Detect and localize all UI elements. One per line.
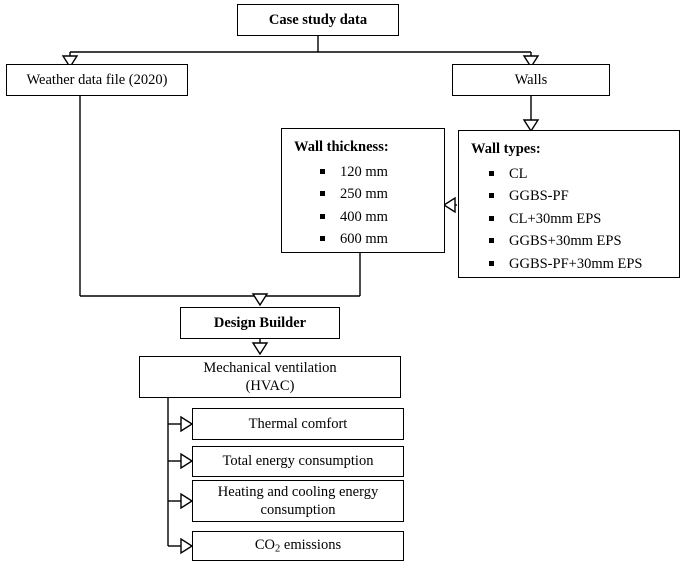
- list-item: 120 mm: [318, 161, 434, 183]
- node-co2-emissions[interactable]: CO2 emissions: [192, 531, 404, 561]
- wall-thickness-list: 120 mm 250 mm 400 mm 600 mm: [294, 161, 434, 251]
- wall-types-list: CL GGBS-PF CL+30mm EPS GGBS+30mm EPS GGB…: [471, 163, 669, 275]
- weather-label: Weather data file (2020): [26, 71, 168, 88]
- design-builder-label: Design Builder: [213, 314, 307, 331]
- node-walls[interactable]: Walls: [452, 64, 610, 96]
- node-heating-cooling-energy[interactable]: Heating and cooling energy consumption: [192, 480, 404, 522]
- co2-suffix: emissions: [280, 537, 342, 554]
- list-item: CL+30mm EPS: [487, 208, 669, 230]
- walls-label: Walls: [514, 71, 548, 88]
- co2-emissions-label: CO2 emissions: [255, 536, 341, 555]
- list-item: GGBS-PF+30mm EPS: [487, 253, 669, 275]
- total-energy-label: Total energy consumption: [222, 453, 374, 470]
- co2-subscript: 2: [275, 543, 281, 555]
- co2-prefix: CO: [254, 537, 276, 554]
- node-weather-data-file[interactable]: Weather data file (2020): [6, 64, 188, 96]
- thermal-comfort-label: Thermal comfort: [248, 415, 348, 432]
- case-study-label: Case study data: [268, 11, 368, 28]
- node-total-energy-consumption[interactable]: Total energy consumption: [192, 446, 404, 477]
- wall-types-title: Wall types:: [471, 141, 541, 157]
- list-item: 250 mm: [318, 183, 434, 205]
- node-design-builder[interactable]: Design Builder: [180, 307, 340, 339]
- heating-cooling-label-line2: consumption: [260, 502, 336, 518]
- list-item: CL: [487, 163, 669, 185]
- list-item: GGBS-PF: [487, 185, 669, 207]
- node-wall-thickness[interactable]: Wall thickness: 120 mm 250 mm 400 mm 600…: [281, 128, 445, 253]
- list-item: GGBS+30mm EPS: [487, 230, 669, 252]
- heating-cooling-label-line1: Heating and cooling energy: [217, 483, 379, 500]
- hvac-label-line1: Mechanical ventilation: [203, 359, 337, 376]
- node-thermal-comfort[interactable]: Thermal comfort: [192, 408, 404, 440]
- node-wall-types[interactable]: Wall types: CL GGBS-PF CL+30mm EPS GGBS+…: [458, 130, 680, 278]
- node-case-study-data[interactable]: Case study data: [237, 4, 399, 36]
- list-item: 400 mm: [318, 206, 434, 228]
- hvac-label-line2: (HVAC): [245, 378, 295, 394]
- wall-thickness-title: Wall thickness:: [294, 139, 389, 155]
- node-mechanical-ventilation[interactable]: Mechanical ventilation (HVAC): [139, 356, 401, 398]
- list-item: 600 mm: [318, 228, 434, 250]
